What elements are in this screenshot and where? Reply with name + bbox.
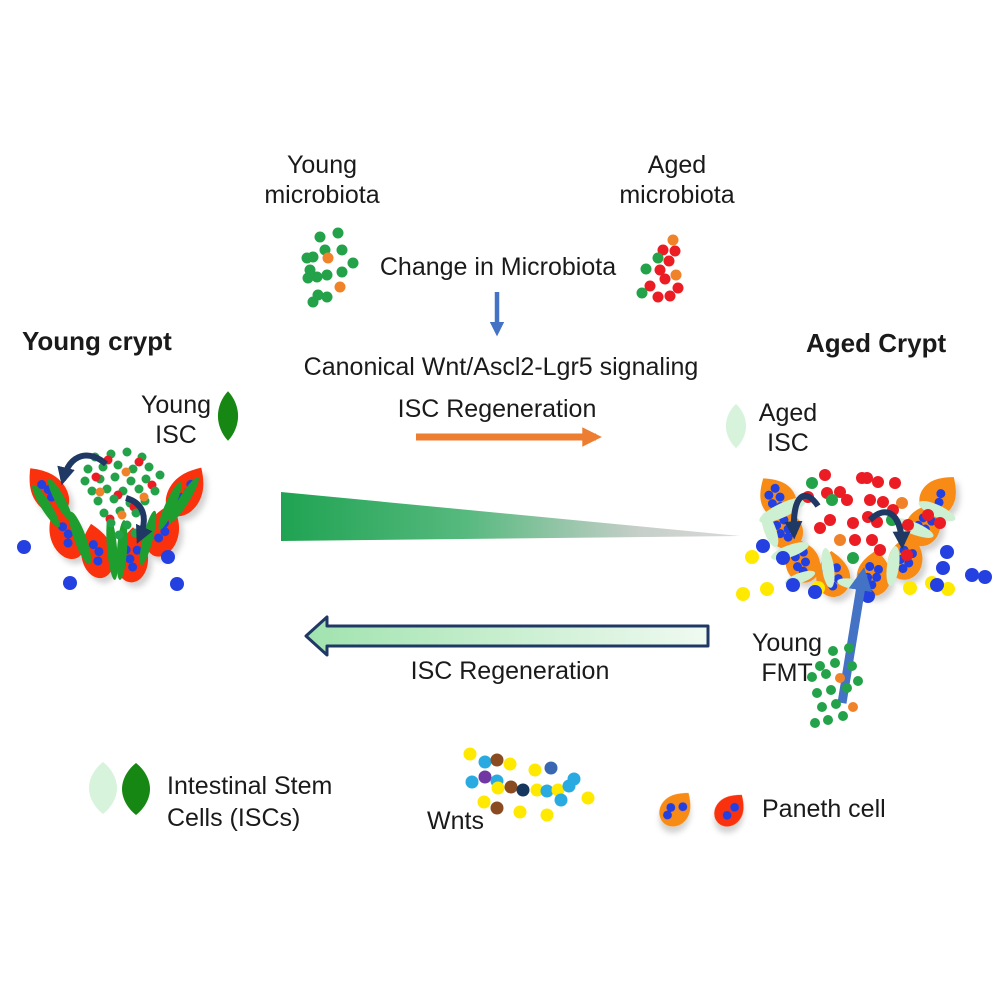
aged-microbiota-cluster (636, 234, 684, 303)
young-isc-line1: Young (141, 391, 211, 419)
legend-isc-label: Intestinal Stem Cells (ISCs) (167, 770, 332, 834)
aged-isc-label: Aged ISC (738, 398, 838, 458)
aged-microbiota-line2: microbiota (619, 181, 735, 209)
legend-isc-line2: Cells (ISCs) (167, 804, 301, 832)
young-microbiota-label: Young microbiota (240, 150, 404, 210)
young-fmt-label: Young FMT (737, 628, 837, 688)
isc-regeneration-top-label: ISC Regeneration (397, 395, 597, 423)
isc-regeneration-bottom-label: ISC Regeneration (410, 657, 610, 685)
aged-microbiota-line1: Aged (647, 151, 707, 179)
aged-crypt-illustration (736, 466, 992, 603)
legend-paneth-red (708, 786, 753, 833)
legend-shapes (89, 747, 753, 833)
curved-arrow-icon (784, 492, 821, 540)
aged-isc-line2: ISC (767, 429, 809, 457)
change-in-microbiota-label: Change in Microbiota (379, 253, 617, 281)
legend-isc-line1: Intestinal Stem (167, 772, 333, 800)
young-microbiota-line2: microbiota (264, 181, 380, 209)
young-fmt-line1: Young (752, 629, 822, 657)
curved-arrow-icon (867, 509, 911, 550)
young-microbiota-cluster (301, 227, 359, 308)
young-isc-line2: ISC (155, 421, 197, 449)
fmt-up-arrow-icon (837, 567, 872, 704)
legend-light-isc-shape (89, 762, 117, 814)
young-crypt-illustration (17, 447, 215, 591)
paneth-cell (75, 520, 119, 582)
curved-arrow-icon (124, 495, 153, 544)
wnts-cluster (463, 747, 595, 822)
aged-isc-line1: Aged (758, 399, 818, 427)
young-crypt-title: Young crypt (22, 326, 172, 356)
young-crypt-blue-dots (17, 540, 184, 591)
young-fmt-cluster (807, 643, 863, 728)
legend-paneth-label: Paneth cell (762, 795, 886, 823)
block-left-arrow-icon (304, 615, 710, 657)
curved-arrow-icon (57, 452, 108, 486)
aged-microbiota-label: Aged microbiota (595, 150, 759, 210)
young-microbiota-line1: Young (287, 151, 357, 179)
gradient-wedge (281, 492, 740, 541)
paneth-cell (39, 501, 92, 565)
legend-wnts-label: Wnts (427, 807, 484, 835)
aged-crypt-title: Aged Crypt (806, 328, 947, 358)
legend-paneth-orange (653, 784, 700, 833)
young-isc-label: Young ISC (116, 390, 236, 450)
signaling-label: Canonical Wnt/Ascl2-Lgr5 signaling (303, 353, 699, 381)
legend-dark-isc-shape (122, 763, 150, 815)
young-fmt-line2: FMT (761, 659, 813, 687)
